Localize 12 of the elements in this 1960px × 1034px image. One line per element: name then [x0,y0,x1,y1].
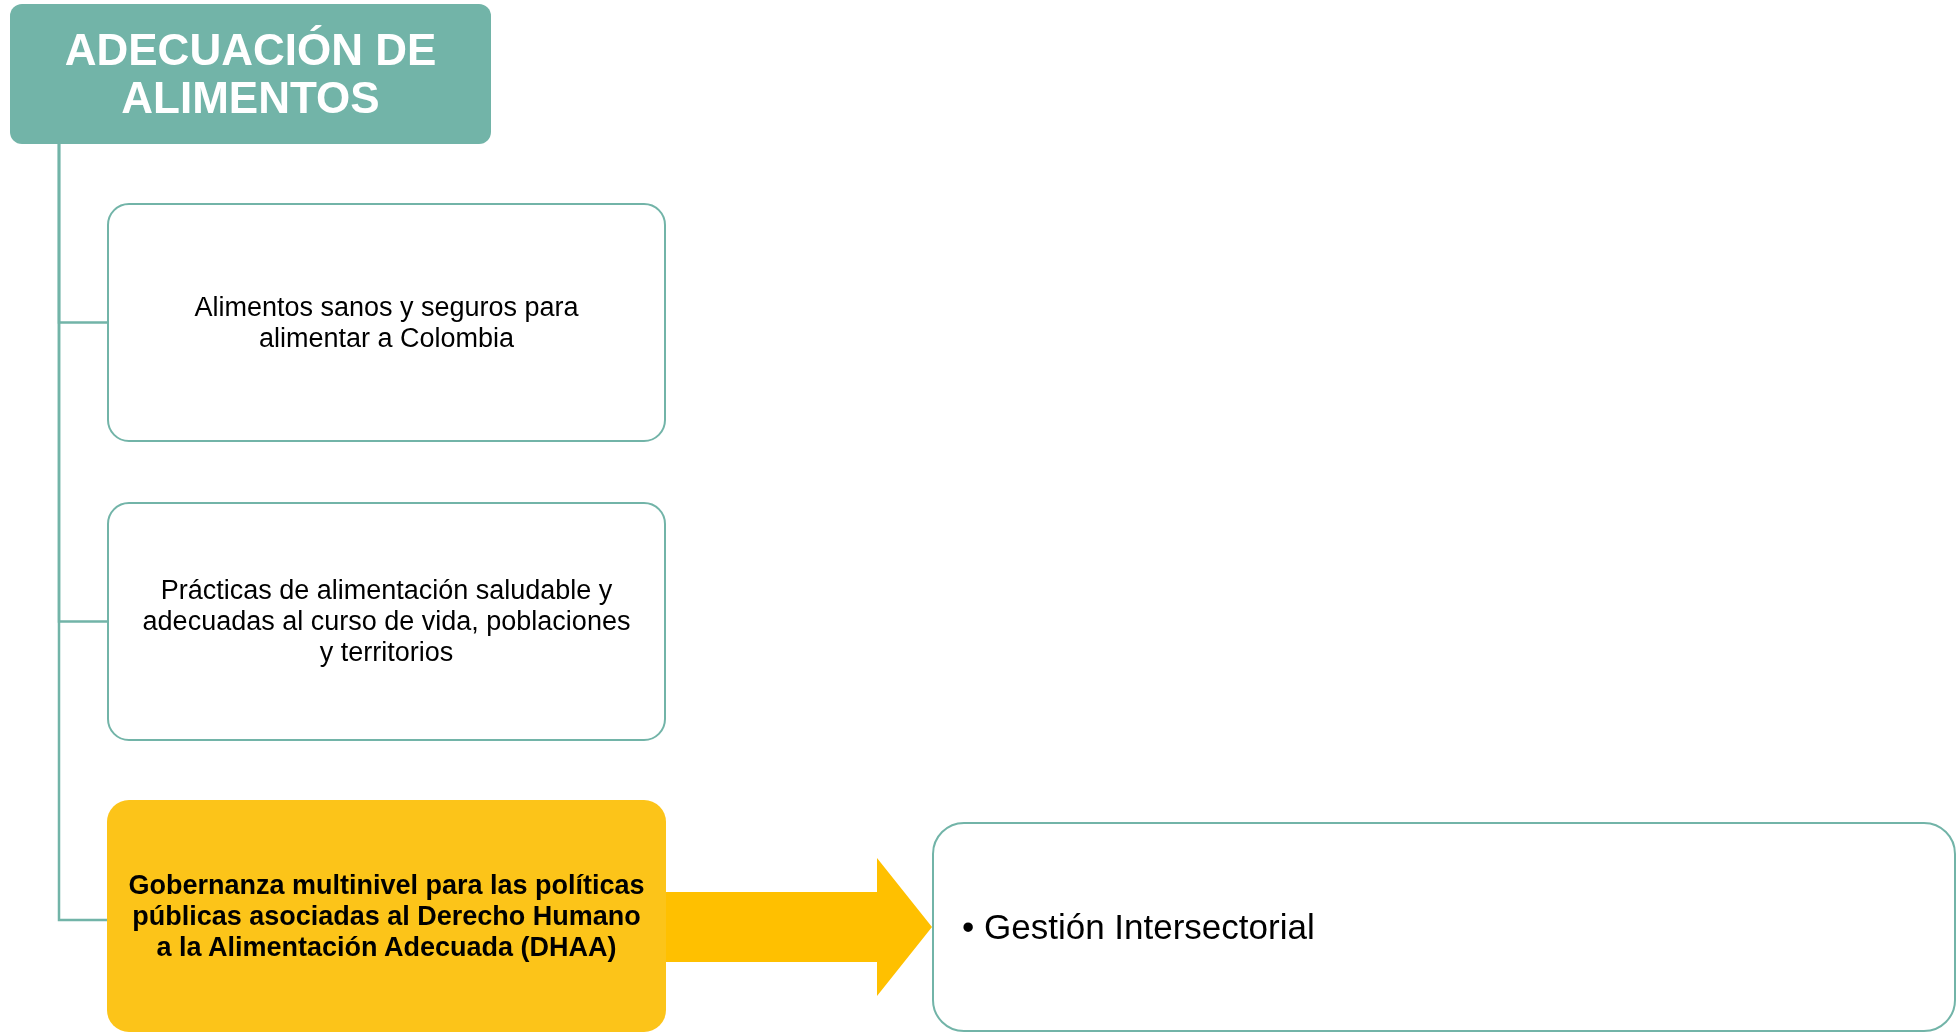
box-text: Prácticas de alimentación saludable y adecuadas al curso de vida, poblaciones y territorios [141,575,632,668]
content-box [107,502,666,741]
bullet-item: • Gestión Intersectorial [962,907,1315,947]
title-box [10,4,491,144]
highlighted-box [107,800,666,1032]
box-text: Alimentos sanos y seguros para alimentar a Colombia [193,291,580,354]
content-box [107,203,666,442]
box-text: Gobernanza multinivel para las políticas públicas asociadas al Derecho Humano a la Alimentación Adecuada (DHAA) [127,869,646,963]
title-text: ADECUACIÓN DE ALIMENTOS [63,26,438,122]
content-box [932,822,1956,1032]
block-arrow [666,858,932,996]
connector-line [57,144,107,922]
